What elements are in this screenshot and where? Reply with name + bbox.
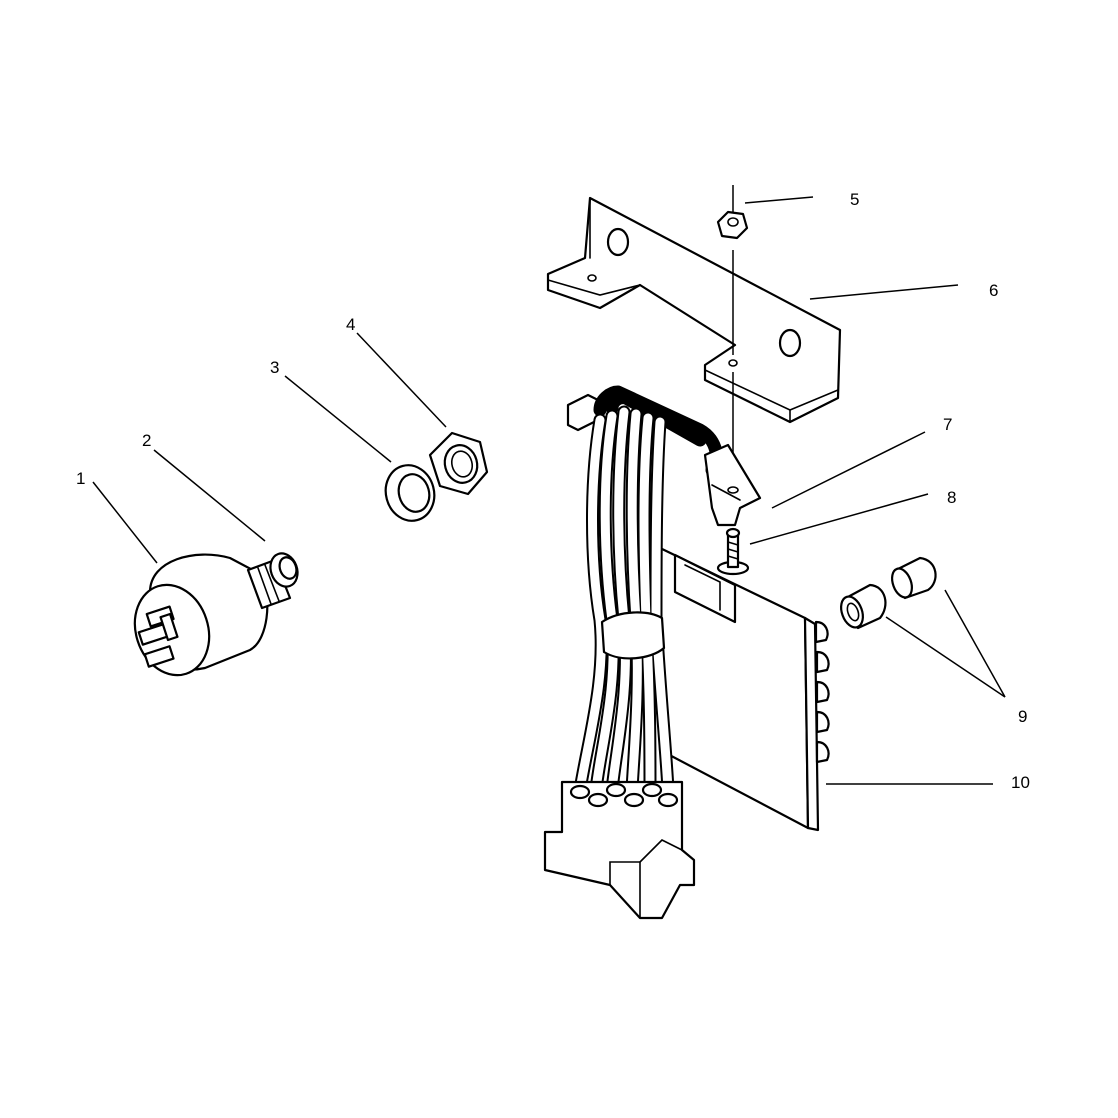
leader-line-3 <box>284 375 392 463</box>
callout-3: 3 <box>270 358 279 377</box>
leader-line-8 <box>749 493 929 545</box>
callout-1: 1 <box>76 469 85 488</box>
small-nut-part-5 <box>716 185 749 240</box>
callout-labels: 1 2 3 4 5 6 7 8 9 10 <box>76 190 1030 792</box>
leader-line-4 <box>356 332 447 428</box>
bracket-part-6 <box>546 196 842 482</box>
harness-bottom-connector <box>543 780 696 920</box>
leader-line-2 <box>153 449 266 542</box>
callout-9: 9 <box>1018 707 1027 726</box>
leader-line-5 <box>744 196 814 204</box>
leader-line-6 <box>809 284 959 300</box>
leader-line-7 <box>771 431 926 509</box>
callout-6: 6 <box>989 281 998 300</box>
washer-part-3 <box>384 464 436 522</box>
callout-8: 8 <box>947 488 956 507</box>
callout-2: 2 <box>142 431 151 450</box>
leader-line-9b <box>944 589 1006 698</box>
leader-line-9a <box>885 616 1006 698</box>
wiring-harness <box>566 385 723 797</box>
callout-10: 10 <box>1011 773 1030 792</box>
callout-7: 7 <box>943 415 952 434</box>
nut-part-4 <box>428 431 489 496</box>
switch-body-part-1 <box>133 553 269 677</box>
callout-5: 5 <box>850 190 859 209</box>
leader-lines <box>92 196 1006 785</box>
harness-top-connector-part-7 <box>703 443 762 527</box>
screw-part-8 <box>716 527 750 576</box>
callout-4: 4 <box>346 315 355 334</box>
circuit-board-part-10 <box>590 530 830 832</box>
led-lenses-part-9 <box>840 556 937 630</box>
leader-line-1 <box>92 481 158 564</box>
switch-plunger-part-2 <box>246 552 299 610</box>
